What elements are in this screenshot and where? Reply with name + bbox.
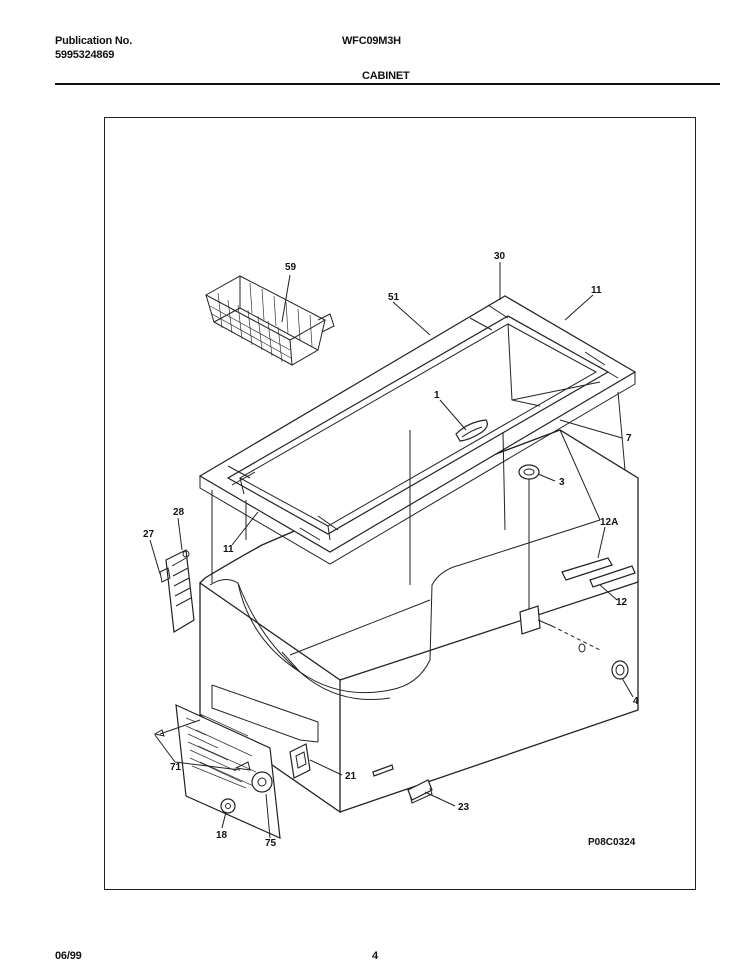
- publication-number: 5995324869: [55, 49, 115, 61]
- callout-12a: 12A: [600, 517, 618, 528]
- header-rule: [55, 83, 720, 85]
- footer-date: 06/99: [55, 950, 82, 962]
- drain-parts: [407, 464, 629, 804]
- callout-27: 27: [143, 529, 155, 540]
- callout-30: 30: [494, 251, 506, 262]
- callout-21: 21: [345, 771, 357, 782]
- publication-label: Publication No.: [55, 35, 133, 47]
- drawing-code: P08C0324: [588, 837, 636, 848]
- callout-11-top: 11: [591, 285, 602, 296]
- section-title: CABINET: [362, 70, 410, 82]
- callout-1: 1: [434, 390, 440, 401]
- diagram-frame: [104, 117, 696, 890]
- leader-lines: [149, 262, 634, 839]
- callout-7: 7: [626, 433, 632, 444]
- lid-gasket-frame: [198, 295, 637, 585]
- callout-23: 23: [458, 802, 470, 813]
- footer-page-number: 4: [372, 950, 378, 962]
- callout-28: 28: [173, 507, 185, 518]
- callout-4: 4: [633, 696, 639, 707]
- callout-3: 3: [559, 477, 565, 488]
- wire-basket: [204, 275, 335, 366]
- callout-12: 12: [616, 597, 628, 608]
- callout-59: 59: [285, 262, 297, 273]
- callout-51: 51: [388, 292, 400, 303]
- callout-75: 75: [265, 838, 277, 849]
- callout-18: 18: [216, 830, 228, 841]
- callout-11-bottom: 11: [223, 544, 234, 555]
- cabinet-body: [199, 429, 639, 814]
- callout-71: 71: [170, 762, 182, 773]
- model-number: WFC09M3H: [342, 35, 401, 47]
- hinge-assembly: [159, 549, 195, 633]
- machine-compartment-grille: [153, 684, 319, 839]
